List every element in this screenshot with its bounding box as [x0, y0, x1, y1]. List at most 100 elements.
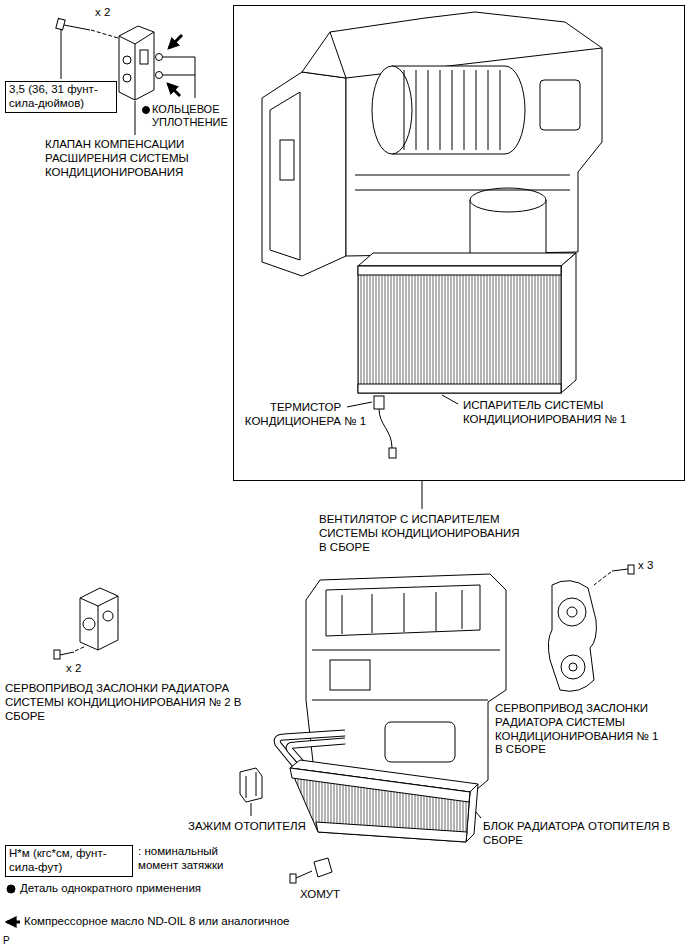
- leader-line: [135, 101, 136, 135]
- blower-unit: [540, 80, 580, 130]
- part-name: СЕРВОПРИВОД ЗАСЛОНКИ РАДИАТОРА СИСТЕМЫ К…: [495, 702, 669, 757]
- blower-unit: [372, 66, 412, 154]
- text-slot: ИСПАРИТЕЛЬ СИСТЕМЫ КОНДИЦИОНИРОВАНИЯ № 1: [463, 399, 641, 427]
- heater-case: [326, 585, 480, 636]
- screw: [290, 871, 312, 883]
- text-slot: ТЕРМИСТОР КОНДИЦИОНЕРА № 1: [238, 401, 373, 429]
- o-ring: [156, 54, 163, 79]
- evaporator: [561, 253, 576, 393]
- heater-clamp: [246, 772, 256, 798]
- damper-servo: [558, 598, 586, 626]
- screw: [612, 569, 628, 571]
- damper-servo: [80, 588, 118, 650]
- damper-servo: [567, 607, 577, 617]
- label-slot: ХОМУТ: [300, 888, 340, 902]
- leader-line: [251, 803, 252, 816]
- legend-text: : номинальный момент затяжки: [138, 845, 234, 873]
- damper-servo: [103, 611, 113, 621]
- quantity: x 2: [66, 662, 81, 676]
- screw: [296, 871, 312, 878]
- damper-servo: [548, 581, 596, 692]
- expansion-valve: [119, 26, 154, 100]
- label-slot: СЕРВОПРИВОД ЗАСЛОНКИ РАДИАТОРА СИСТЕМЫ К…: [495, 702, 669, 757]
- part-name: ТЕРМИСТОР КОНДИЦИОНЕРА № 1: [238, 401, 373, 429]
- blower-unit: [262, 72, 346, 276]
- axis-line: [91, 30, 118, 38]
- heater-case: [330, 660, 370, 690]
- damper-servo: [80, 588, 118, 650]
- leader-line: [163, 57, 195, 98]
- leader-line: [422, 481, 423, 509]
- screw: [54, 650, 60, 659]
- heater-core: [316, 822, 467, 842]
- assembly-frame: ТЕРМИСТОР КОНДИЦИОНЕРА № 1 ИСПАРИТЕЛЬ СИС…: [233, 5, 685, 481]
- torque-legend-box: Н*м (кгс*см, фунт-сила-фут): [5, 845, 133, 877]
- bolt: [56, 18, 65, 29]
- thermistor: [389, 448, 396, 458]
- legend-entry: : номинальный момент затяжки: [138, 845, 234, 873]
- blower-unit: [270, 92, 300, 260]
- screw: [612, 565, 634, 574]
- leader-line: [61, 29, 62, 79]
- legend-entry: Деталь однократного применения: [20, 882, 201, 896]
- screw: [60, 652, 74, 655]
- expansion-valve: [123, 56, 131, 64]
- blower-unit: [470, 188, 546, 212]
- torque-box: 3,5 (36, 31 фунт-сила-дюймов): [5, 81, 117, 113]
- heater-case: [342, 590, 462, 634]
- o-ring: [156, 54, 163, 61]
- one-time-part-dot: [7, 885, 15, 893]
- heater-case: [312, 650, 500, 700]
- label-slot: P: [3, 935, 10, 947]
- torque-spec: 3,5 (36, 31 фунт-сила-дюймов): [9, 83, 113, 111]
- expansion-valve: [140, 50, 148, 64]
- torque-spec: Н*м (кгс*см, фунт-сила-фут): [9, 847, 129, 875]
- part-name: ХОМУТ: [300, 888, 340, 902]
- bolt: [56, 18, 90, 30]
- axis-line: [75, 646, 86, 651]
- label-slot: СЕРВОПРИВОД ЗАСЛОНКИ РАДИАТОРА СИСТЕМЫ К…: [5, 682, 253, 723]
- assembly-name: ВЕНТИЛЯТОР С ИСПАРИТЕЛЕМ СИСТЕМЫ КОНДИЦИ…: [319, 513, 529, 554]
- oil-arrow: [168, 35, 182, 96]
- bolt: [64, 25, 90, 30]
- heater-case: [385, 722, 455, 762]
- o-ring: [156, 72, 163, 79]
- evaporator: [358, 266, 561, 275]
- band-clamp: [314, 858, 332, 877]
- label-slot: x 2: [95, 6, 110, 20]
- thermistor: [374, 396, 384, 409]
- thermistor: [379, 409, 392, 448]
- damper-servo: [561, 655, 585, 679]
- blower-unit: [404, 70, 500, 150]
- one-time-part-dot: [143, 107, 150, 114]
- blower-unit: [262, 12, 602, 282]
- part-name: ИСПАРИТЕЛЬ СИСТЕМЫ КОНДИЦИОНИРОВАНИЯ № 1: [463, 399, 641, 427]
- expansion-valve: [119, 32, 154, 100]
- heater-clamp: [240, 768, 262, 802]
- heater-case: [306, 574, 506, 795]
- figure-code: P: [3, 935, 10, 947]
- part-name: КОЛЬЦЕВОЕ УПЛОТНЕНИЕ: [152, 103, 232, 129]
- band-clamp: [314, 858, 332, 877]
- part-name: КЛАПАН КОМПЕНСАЦИИ РАСШИРЕНИЯ СИСТЕМЫ КО…: [45, 138, 231, 179]
- quantity: x 2: [95, 6, 110, 20]
- damper-servo: [548, 581, 596, 692]
- oil-arrow: [169, 35, 182, 48]
- leader-line: [347, 402, 372, 407]
- oil-arrow: [7, 921, 20, 924]
- legend-entry: Компрессорное масло ND-OIL 8 или аналоги…: [24, 915, 289, 929]
- blower-unit: [355, 175, 570, 190]
- screw: [628, 565, 634, 574]
- line-art: [7, 12, 634, 922]
- label-slot: ЗАЖИМ ОТОПИТЕЛЯ: [188, 820, 306, 834]
- label-slot: x 3: [638, 559, 653, 573]
- oil-arrow: [168, 84, 180, 96]
- heater-case: [306, 574, 506, 795]
- label-slot: КОЛЬЦЕВОЕ УПЛОТНЕНИЕ: [152, 103, 232, 129]
- screw: [54, 650, 74, 659]
- quantity: x 3: [638, 559, 653, 573]
- evaporator: [358, 384, 561, 393]
- thermistor: [374, 396, 396, 458]
